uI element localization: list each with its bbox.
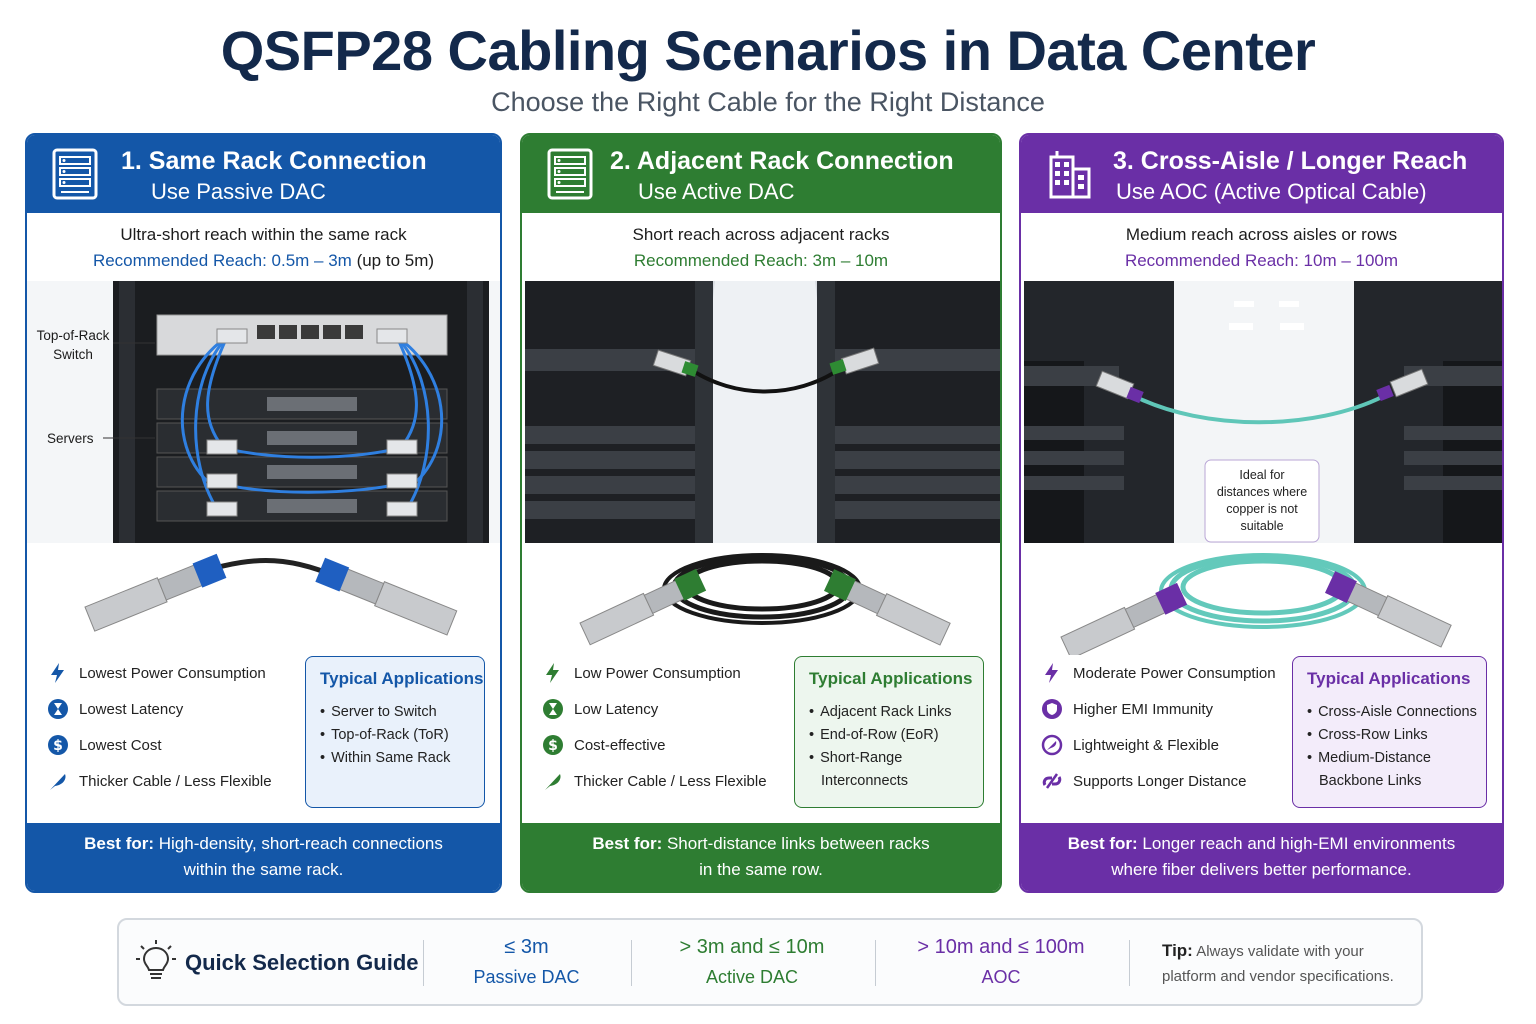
- feature-item: Higher EMI Immunity: [1041, 691, 1301, 727]
- typical-applications-box: Typical Applications Server to Switch To…: [305, 656, 485, 808]
- typical-applications-box: Typical Applications Adjacent Rack Links…: [794, 656, 984, 808]
- feather-icon: [50, 774, 66, 790]
- recommended-reach: Recommended Reach: 3m – 10m: [633, 251, 889, 270]
- panel-heading: 2. Adjacent Rack Connection: [610, 147, 954, 175]
- hourglass-icon: [543, 699, 563, 719]
- panel-subheading: Use Passive DAC: [151, 179, 326, 204]
- link-icon: [1042, 773, 1062, 789]
- panel-adjacent-rack: 2. Adjacent Rack Connection Use Active D…: [520, 133, 1002, 893]
- building-icon: [1049, 151, 1091, 199]
- application-item: Top-of-Rack (ToR): [320, 724, 450, 747]
- panel-description: Ultra-short reach within the same rack: [120, 225, 407, 244]
- dollar-icon: $: [543, 735, 563, 755]
- application-item: End-of-Row (EoR): [809, 724, 951, 747]
- application-item: Adjacent Rack Links: [809, 701, 951, 724]
- feature-item: Supports Longer Distance: [1041, 763, 1301, 799]
- panel-description: Medium reach across aisles or rows: [1125, 225, 1398, 244]
- lightning-bolt-icon: [546, 663, 559, 683]
- recommended-reach: Recommended Reach: 10m – 100m: [1124, 251, 1399, 270]
- hourglass-icon: [48, 699, 68, 719]
- panel-subheading: Use Active DAC: [638, 179, 795, 204]
- feather-circle-icon: [1041, 734, 1063, 756]
- guide-option-passive-dac: ≤ 3m Passive DAC: [473, 936, 580, 987]
- svg-text:$: $: [548, 738, 558, 754]
- server-rack-icon: [547, 148, 593, 200]
- best-for-banner: Best for: High-density, short-reach conn…: [27, 823, 500, 891]
- panel-header: 2. Adjacent Rack Connection Use Active D…: [522, 135, 1000, 213]
- application-item: Cross-Row Links: [1307, 724, 1477, 747]
- guide-divider: [875, 940, 876, 986]
- rack-photo: Top-of-Rack Switch Servers: [27, 281, 500, 543]
- feature-item: Lowest Latency: [47, 691, 307, 727]
- guide-divider: [423, 940, 424, 986]
- panel-heading: 1. Same Rack Connection: [121, 147, 427, 175]
- best-for-banner: Best for: Longer reach and high-EMI envi…: [1021, 823, 1502, 891]
- panel-heading: 3. Cross-Aisle / Longer Reach: [1113, 147, 1468, 175]
- feature-item: Low Power Consumption: [542, 655, 802, 691]
- lightbulb-icon: [136, 940, 176, 979]
- feature-item: Moderate Power Consumption: [1041, 655, 1301, 691]
- feature-item: Lightweight & Flexible: [1041, 727, 1301, 763]
- feature-item: $ Lowest Cost: [47, 727, 307, 763]
- feature-item: Lowest Power Consumption: [47, 655, 307, 691]
- photo-label-tor-switch: Top-of-Rack Switch: [36, 328, 110, 362]
- feature-list: Moderate Power Consumption Higher EMI Im…: [1041, 655, 1301, 799]
- quick-selection-guide: Quick Selection Guide ≤ 3m Passive DAC >…: [117, 918, 1423, 1006]
- application-item: Server to Switch: [320, 701, 450, 724]
- feather-icon: [545, 774, 561, 790]
- panel-cross-aisle: 3. Cross-Aisle / Longer Reach Use AOC (A…: [1019, 133, 1504, 893]
- passive-dac-cable-image: [27, 545, 500, 655]
- guide-option-active-dac: > 3m and ≤ 10m Active DAC: [679, 936, 825, 987]
- active-dac-cable-image: [522, 545, 1000, 655]
- guide-option-aoc: > 10m and ≤ 100m AOC: [917, 936, 1085, 987]
- server-rack-icon: [52, 148, 98, 200]
- panel-description: Short reach across adjacent racks: [632, 225, 890, 244]
- svg-text:$: $: [53, 738, 63, 754]
- shield-icon: [1042, 699, 1062, 719]
- dollar-icon: $: [48, 735, 68, 755]
- application-item: Within Same Rack: [320, 747, 450, 770]
- aoc-cable-image: [1021, 545, 1502, 660]
- panel-header: 3. Cross-Aisle / Longer Reach Use AOC (A…: [1021, 135, 1502, 213]
- feature-item: $ Cost-effective: [542, 727, 802, 763]
- lightning-bolt-icon: [51, 663, 64, 683]
- panel-subheading: Use AOC (Active Optical Cable): [1116, 179, 1427, 204]
- page-title: QSFP28 Cabling Scenarios in Data Center: [220, 19, 1316, 82]
- page-subtitle: Choose the Right Cable for the Right Dis…: [491, 87, 1045, 117]
- feature-item: Thicker Cable / Less Flexible: [47, 763, 307, 799]
- typical-applications-box: Typical Applications Cross-Aisle Connect…: [1292, 656, 1487, 808]
- panel-header: 1. Same Rack Connection Use Passive DAC: [27, 135, 500, 213]
- guide-divider: [631, 940, 632, 986]
- feature-list: Lowest Power Consumption Lowest Latency …: [47, 655, 307, 799]
- recommended-reach: Recommended Reach: 0.5m – 3m (up to 5m): [92, 251, 435, 270]
- feature-item: Thicker Cable / Less Flexible: [542, 763, 802, 799]
- feature-item: Low Latency: [542, 691, 802, 727]
- application-item: Cross-Aisle Connections: [1307, 701, 1477, 724]
- feature-list: Low Power Consumption Low Latency $ Cost…: [542, 655, 802, 799]
- guide-title: Quick Selection Guide: [185, 950, 419, 975]
- best-for-banner: Best for: Short-distance links between r…: [522, 823, 1000, 891]
- guide-divider: [1129, 940, 1130, 986]
- adjacent-racks-photo: [525, 281, 1000, 543]
- photo-label-servers: Servers: [47, 431, 94, 446]
- panel-same-rack: 1. Same Rack Connection Use Passive DAC …: [25, 133, 502, 893]
- lightning-bolt-icon: [1045, 663, 1058, 683]
